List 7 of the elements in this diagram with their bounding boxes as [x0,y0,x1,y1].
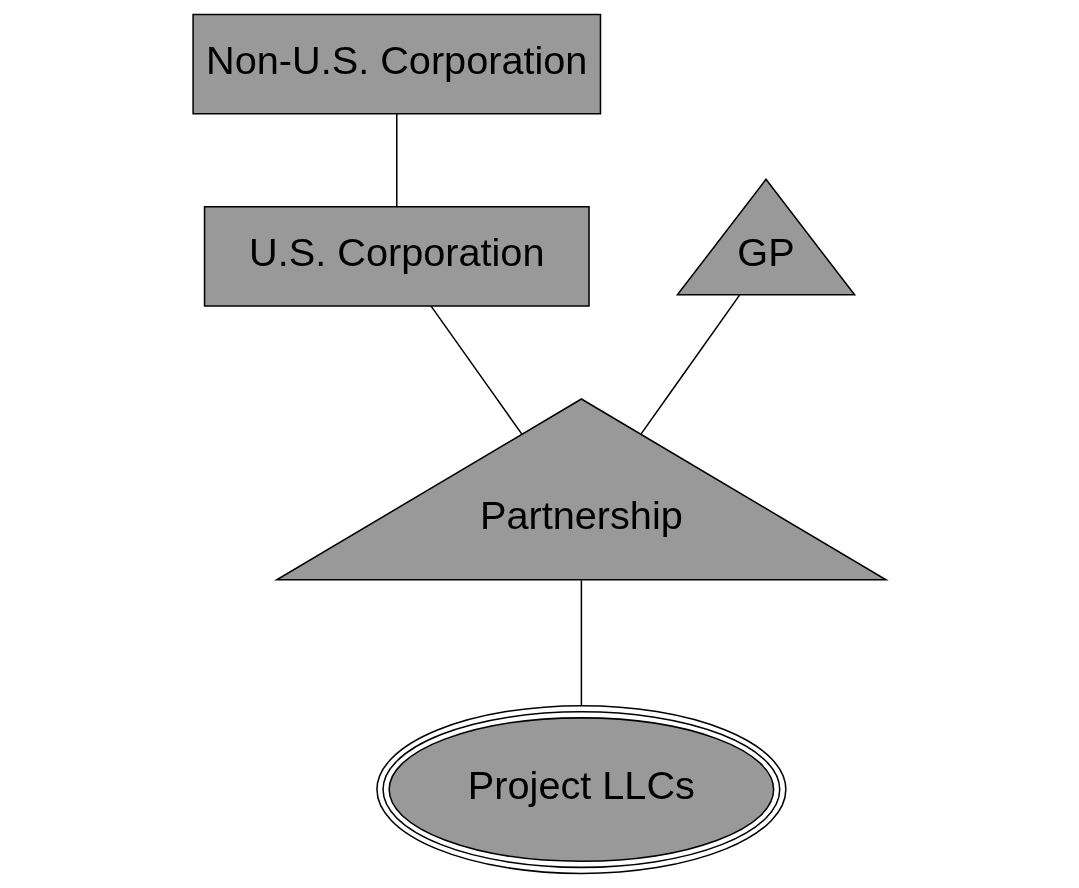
node-box: Non-U.S. Corporation [192,13,602,115]
connector [430,305,523,435]
connector [580,579,583,706]
node-box: U.S. Corporation [203,206,590,307]
connector [640,294,741,435]
node-ellipse: Project LLCs [376,704,787,875]
connector [396,113,398,208]
